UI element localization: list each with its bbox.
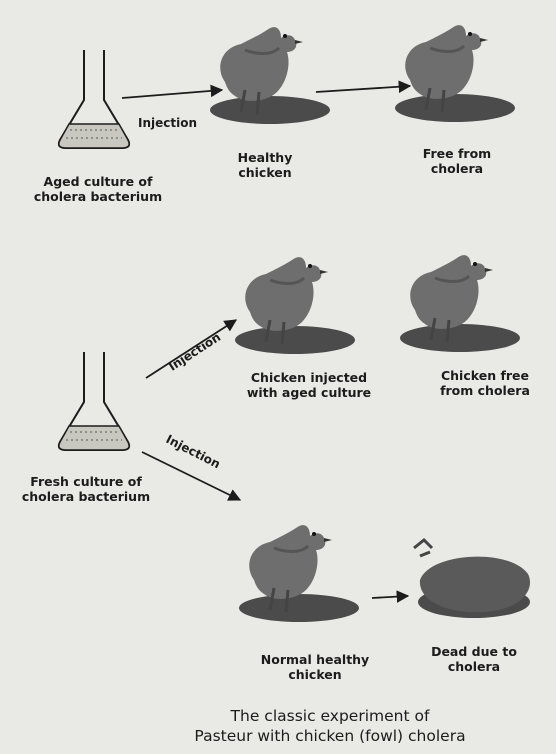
normal-healthy-chicken-image (239, 525, 359, 622)
free-from-cholera-label: Free from cholera (412, 146, 502, 176)
aged-culture-label: Aged culture of cholera bacterium (18, 174, 178, 204)
injection-label-top: Injection (138, 116, 197, 130)
healthy-chicken-image (210, 27, 330, 124)
figure-caption: The classic experiment of Pasteur with c… (120, 706, 540, 746)
free-cholera-chicken-image (400, 255, 520, 352)
dead-chicken-image (414, 540, 530, 618)
injection-arrow-top (122, 90, 222, 98)
dead-due-to-cholera-label: Dead due to cholera (416, 644, 532, 674)
normal-healthy-chicken-label: Normal healthy chicken (250, 652, 380, 682)
healthy-chicken-label: Healthy chicken (220, 150, 310, 180)
aged-culture-flask (59, 50, 129, 148)
fresh-culture-flask (59, 352, 129, 450)
injected-aged-chicken-image (235, 257, 355, 354)
chicken-free-cholera-label: Chicken free from cholera (420, 368, 550, 398)
chicken-injected-aged-label: Chicken injected with aged culture (224, 370, 394, 400)
free-chicken-image (395, 25, 515, 122)
arrow-top-to-free (316, 86, 410, 92)
fresh-culture-label: Fresh culture of cholera bacterium (0, 474, 172, 504)
arrow-bottom-to-dead (372, 596, 408, 598)
